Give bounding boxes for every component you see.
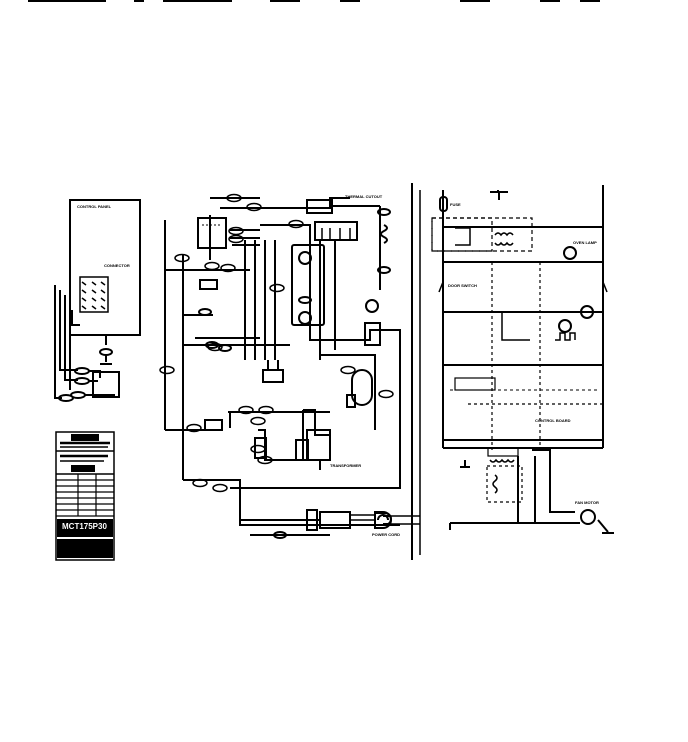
center-wiring: [164, 197, 401, 539]
power-plug-icon: [374, 512, 420, 526]
label-transformer: TRANSFORMER: [330, 463, 362, 468]
legend-part-code: MCT175P30: [60, 522, 109, 531]
label-control-board: CONTROL BOARD: [535, 418, 571, 423]
label-thermal-cutout: THERMAL CUTOUT: [345, 194, 383, 199]
label-power-cord: POWER CORD: [372, 532, 400, 537]
right-ladder: [419, 185, 614, 555]
label-fuse: FUSE: [450, 202, 461, 207]
legend-box: [55, 431, 115, 561]
label-door-switch: DOOR SWITCH: [448, 283, 477, 288]
wire-connectors: [159, 193, 394, 493]
control-panel-box: [54, 199, 141, 402]
label-fan-motor: FAN MOTOR: [575, 500, 599, 505]
label-connector: CONNECTOR: [104, 263, 130, 268]
label-control-panel: CONTROL PANEL: [77, 204, 112, 209]
label-oven-lamp: OVEN LAMP: [573, 240, 597, 245]
